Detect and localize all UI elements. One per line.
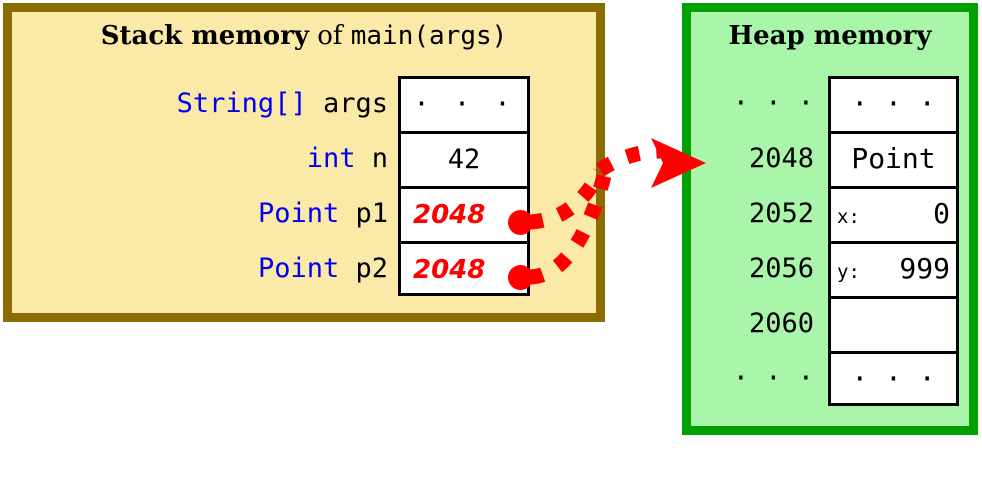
heap-row: 2052 0 x: [691,186,969,241]
stack-row-label: String[] args [177,76,388,131]
stack-title-regular: of [308,21,351,51]
pointer-arrow-shaft [595,143,661,177]
heap-row-cell: 0 x: [828,186,959,241]
stack-row-type: Point [257,253,340,284]
stack-rows: String[] args · · · int n 42 Point p1 20… [12,76,596,296]
heap-row-cell: · · · [828,351,959,406]
pointer-dot-p1 [508,210,533,235]
heap-row-address: 2060 [748,308,814,339]
stack-row: Point p1 2048 [12,186,596,241]
heap-row-address: · · · [732,88,814,119]
stack-memory-panel: Stack memory of main(args) String[] args… [3,3,605,322]
stack-row-label: Point p1 [258,186,388,241]
stack-row-value: 2048 [398,241,530,296]
stack-row: int n 42 [12,131,596,186]
stack-memory-title: Stack memory of main(args) [12,21,596,51]
pointer-dot-p2 [508,265,533,290]
stack-row-value: 2048 [398,186,530,241]
heap-row-cell: · · · [828,76,959,131]
ellipsis-glyph: · · · [413,89,515,120]
stack-row-label: int n [307,131,388,186]
heap-rows: · · · · · · 2048 Point 2052 0 x: 2056 99… [691,76,969,406]
heap-field-key: x: [837,206,860,228]
heap-row: · · · · · · [691,76,969,131]
stack-row-type: int [306,143,356,174]
heap-row-address: · · · [732,363,814,394]
heap-row-cell: Point [828,131,959,186]
stack-row-name: args [322,88,388,119]
stack-row-type: String[] [176,88,307,119]
heap-field-value: 0 [933,197,950,230]
heap-row: 2048 Point [691,131,969,186]
stack-row-name: p1 [355,198,388,229]
stack-row: Point p2 2048 [12,241,596,296]
heap-field-value: 999 [899,252,950,285]
heap-memory-panel: Heap memory · · · · · · 2048 Point 2052 … [682,3,978,435]
heap-row: · · · · · · [691,351,969,406]
stack-title-bold: Stack memory [100,21,309,51]
stack-row-value: · · · [398,76,530,131]
stack-row-value: 42 [398,131,530,186]
stack-row-name: n [371,143,388,174]
heap-row-cell [828,296,959,351]
stack-row-type: Point [257,198,340,229]
heap-row-address: 2056 [748,253,814,284]
heap-row-cell: 999 y: [828,241,959,296]
stack-row-name: p2 [355,253,388,284]
heap-row: 2056 999 y: [691,241,969,296]
heap-memory-title: Heap memory [691,21,969,51]
stack-row: String[] args · · · [12,76,596,131]
heap-row-address: 2048 [748,143,814,174]
stack-row-label: Point p2 [258,241,388,296]
heap-row: 2060 [691,296,969,351]
stack-title-mono: main(args) [350,21,508,51]
heap-title-text: Heap memory [728,21,932,51]
heap-field-key: y: [837,261,860,283]
heap-row-address: 2052 [748,198,814,229]
